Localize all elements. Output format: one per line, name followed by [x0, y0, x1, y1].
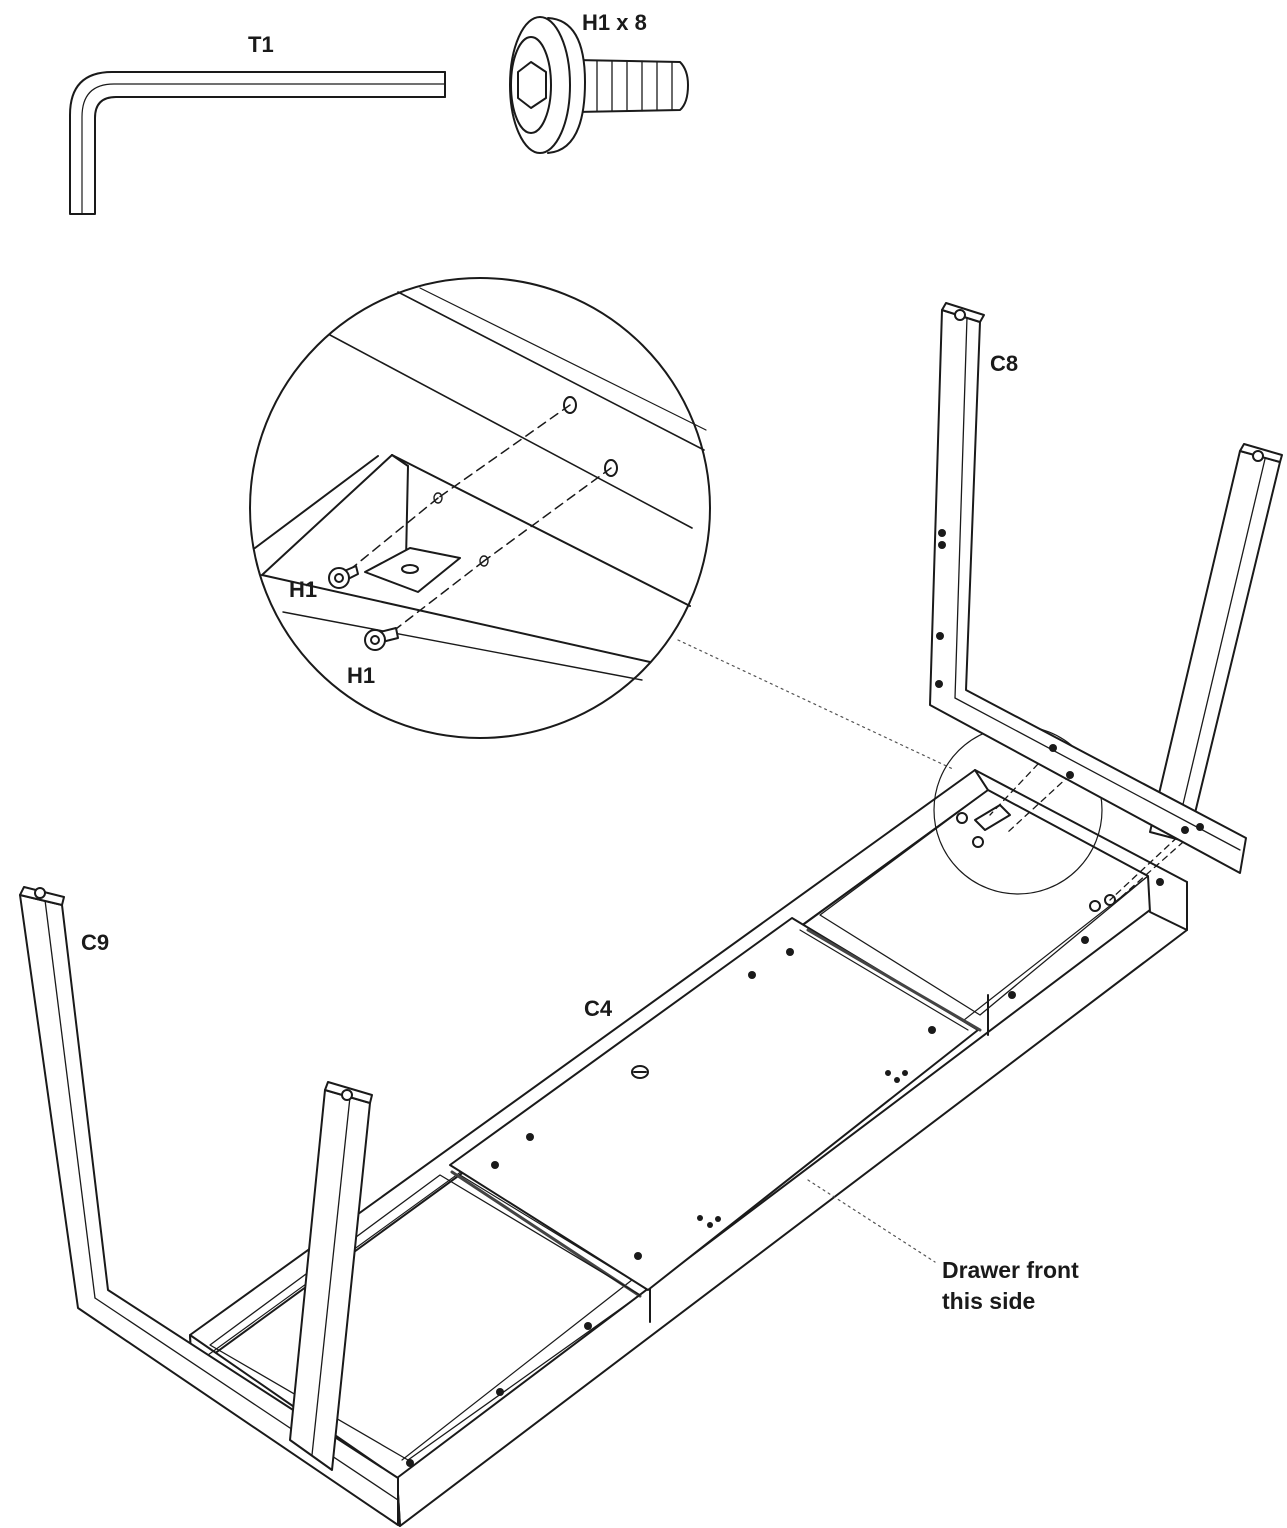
allen-key-t1: [69, 71, 446, 215]
leg-c9: [19, 886, 399, 1526]
label-t1: T1: [248, 32, 274, 57]
label-hardware-count: H1 x 8: [582, 10, 647, 35]
note-line-1: Drawer front: [942, 1257, 1079, 1283]
label-c8: C8: [990, 351, 1019, 376]
drawer-front-note: Drawer front this side: [942, 1255, 1142, 1317]
label-h1-a: H1: [289, 577, 318, 602]
screw-h1-detail-a: [328, 565, 359, 589]
label-c4: C4: [584, 996, 613, 1021]
detail-magnifier: [249, 277, 711, 739]
note-line-2: this side: [942, 1288, 1036, 1314]
label-h1-b: H1: [347, 663, 376, 688]
detail-leader-line: [677, 639, 956, 771]
leg-c8: [929, 302, 1283, 874]
frame-c4: [189, 769, 1188, 1527]
label-c9: C9: [81, 930, 110, 955]
corner-bracket: [956, 747, 1201, 912]
screw-h1-detail-b: [364, 627, 399, 651]
note-leader-line: [807, 1179, 936, 1263]
panel-holes: [406, 878, 1164, 1467]
screw-h1-icon: [509, 16, 689, 154]
